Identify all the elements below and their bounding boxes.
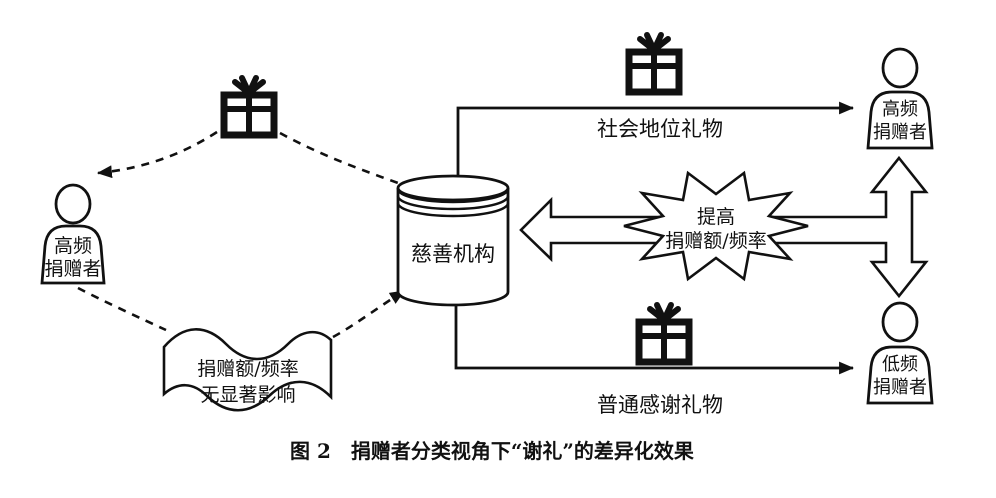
burst-label-line1: 提高	[697, 206, 735, 228]
donor-left-label-line1: 高频	[54, 235, 92, 257]
gift-icon	[629, 35, 679, 92]
donor-top-right-node: 高频 捐赠者	[866, 47, 934, 150]
person-body	[866, 345, 934, 405]
gift-icon	[639, 305, 689, 362]
donor-top-right-label-line1: 高频	[882, 99, 918, 120]
no-effect-callout: 捐赠额/频率 无显著影响	[162, 328, 333, 412]
charity-node: 慈善机构	[396, 174, 510, 307]
donor-left-label-line2: 捐赠者	[44, 258, 101, 280]
donor-bottom-right-label-line1: 低频	[882, 354, 918, 375]
person-icon	[881, 301, 919, 343]
burst-label-line2: 捐赠额/频率	[665, 230, 766, 252]
donor-left-node: 高频 捐赠者	[40, 183, 106, 285]
person-body	[40, 224, 106, 285]
figure-caption: 图 2 捐赠者分类视角下“谢礼”的差异化效果	[290, 439, 694, 463]
starburst-shape	[623, 170, 809, 282]
cylinder-top	[396, 174, 510, 202]
person-icon	[54, 183, 92, 225]
donor-top-right-label-line2: 捐赠者	[873, 122, 927, 143]
no-effect-label-line1: 捐赠额/频率	[197, 358, 298, 380]
no-effect-label-line2: 无显著影响	[200, 384, 295, 406]
donor-bottom-right-node: 低频 捐赠者	[866, 301, 934, 405]
social-status-gift-label: 社会地位礼物	[597, 117, 723, 141]
arrow-charity-to-low-freq-donor	[454, 302, 855, 375]
person-body	[866, 90, 934, 150]
wave-shape	[162, 328, 333, 412]
burst-increase-callout: 提高 捐赠额/频率	[623, 170, 809, 282]
dashed-cycle	[77, 130, 405, 339]
cylinder-rings	[396, 188, 510, 218]
dashed-line-donor-to-wave	[77, 286, 167, 332]
dashed-line-gift-to-charity	[279, 131, 399, 185]
charity-label: 慈善机构	[411, 242, 495, 266]
dashed-arrow-gift-to-left-donor	[96, 130, 218, 179]
cylinder-body	[396, 188, 510, 307]
arrow-charity-to-high-freq-donor	[456, 101, 855, 176]
gift-icon	[224, 78, 274, 135]
person-icon	[881, 47, 919, 89]
donor-bottom-right-label-line2: 捐赠者	[873, 377, 927, 398]
dashed-arrow-wave-to-charity	[332, 289, 405, 339]
ordinary-thanks-gift-label: 普通感谢礼物	[597, 393, 723, 417]
